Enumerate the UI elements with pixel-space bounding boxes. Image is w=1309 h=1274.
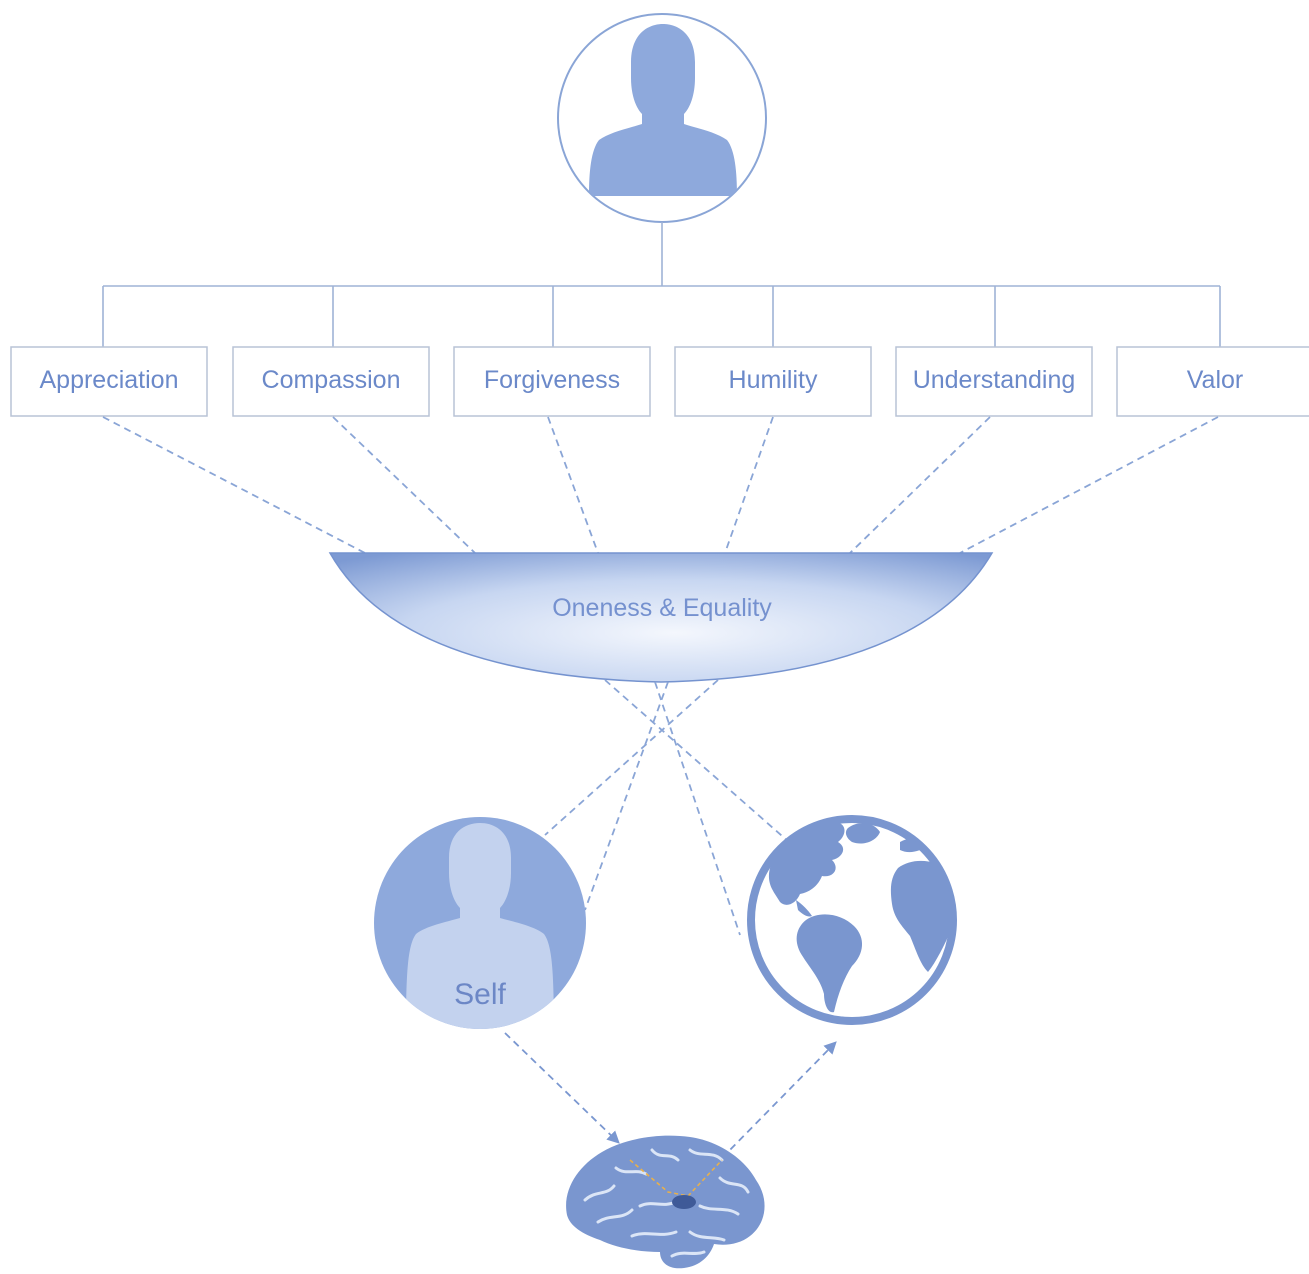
bowl-label: Oneness & Equality — [552, 594, 772, 622]
value-label-valor: Valor — [1187, 366, 1244, 394]
value-box-compassion: Compassion — [232, 346, 430, 417]
value-label-compassion: Compassion — [262, 366, 401, 394]
value-box-appreciation: Appreciation — [10, 346, 208, 417]
top-person-node — [557, 13, 767, 223]
value-boxes: Appreciation Compassion Forgiveness Humi… — [10, 346, 1309, 417]
arrow-brain-to-world — [721, 1041, 837, 1159]
oneness-bowl: Oneness & Equality — [328, 552, 994, 683]
value-label-understanding: Understanding — [913, 366, 1076, 394]
value-to-bowl-dashed-lines — [102, 416, 1219, 554]
bowl-shape — [328, 552, 994, 683]
value-box-understanding: Understanding — [895, 346, 1093, 417]
value-box-humility: Humility — [674, 346, 872, 417]
brain-folds — [583, 1148, 750, 1258]
self-node: Self — [374, 817, 586, 1029]
brain-icon — [566, 1135, 765, 1269]
value-label-humility: Humility — [729, 366, 818, 394]
value-box-valor: Valor — [1116, 346, 1309, 417]
flow-arrows — [504, 1032, 837, 1159]
globe-icon — [768, 822, 953, 1013]
value-label-appreciation: Appreciation — [40, 366, 179, 394]
value-label-forgiveness: Forgiveness — [484, 366, 620, 394]
world-node — [747, 815, 957, 1025]
top-person-icon — [589, 24, 737, 196]
arrow-self-to-brain — [504, 1032, 620, 1144]
tree-connectors — [102, 222, 1221, 347]
bowl-to-nodes-dashed-lines — [544, 679, 791, 936]
self-label: Self — [454, 978, 506, 1011]
brain-center-dot — [672, 1195, 696, 1209]
value-box-forgiveness: Forgiveness — [453, 346, 651, 417]
self-person-icon — [406, 823, 554, 1029]
brain-highlight — [629, 1159, 723, 1197]
